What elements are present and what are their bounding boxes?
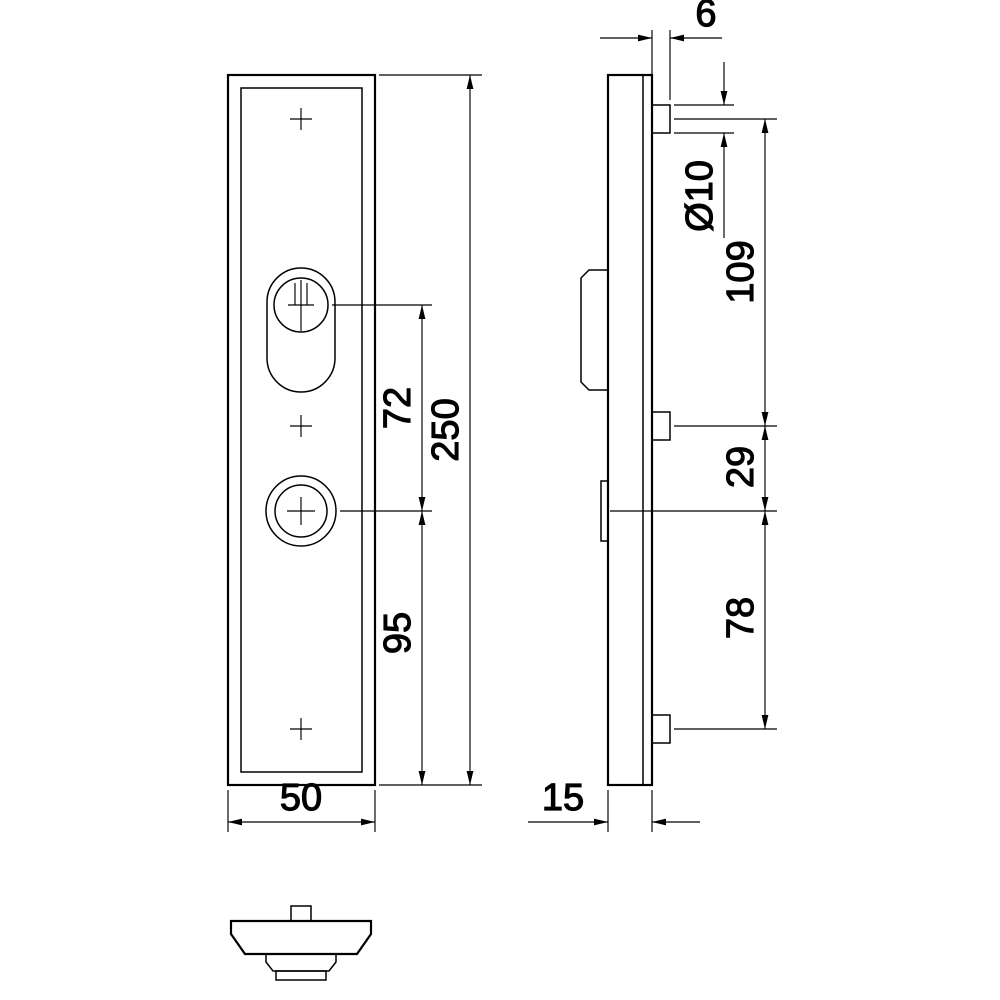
dim-label-thickness: 15 <box>542 777 584 819</box>
dim-label-height: 250 <box>425 398 467 461</box>
fixing-pin-top <box>651 104 671 134</box>
dim-label-width: 50 <box>280 777 322 819</box>
fixing-pin-middle <box>651 411 671 441</box>
dim-label-pin-diameter: Ø10 <box>679 160 721 232</box>
bottom-boss-step2 <box>275 970 327 981</box>
handle-boss <box>600 480 608 542</box>
bottom-boss-step1 <box>265 953 337 972</box>
plate-bevel <box>240 87 363 773</box>
screw-mark-middle <box>290 415 312 437</box>
handle-hole-outer <box>265 475 337 547</box>
dimension-pin-spacing-top: 109 <box>674 118 777 427</box>
dim-label-bottom-offset: 95 <box>377 612 419 654</box>
cylinder-boss <box>580 269 608 391</box>
dimension-pin-spacing-bottom: 78 <box>674 511 777 730</box>
dim-label-spacing-middle: 29 <box>720 446 762 488</box>
dimension-thickness: 15 <box>528 776 700 832</box>
dim-label-spacing-bottom: 78 <box>720 597 762 639</box>
side-view <box>580 73 671 787</box>
cylinder-keyway <box>288 280 314 331</box>
screw-mark-top <box>290 108 312 130</box>
bottom-body <box>229 919 373 956</box>
dimension-pin-diameter: Ø10 <box>674 62 734 238</box>
dimension-width: 50 <box>227 776 376 832</box>
cylinder-cutout <box>266 267 336 393</box>
dim-label-spacing-top: 109 <box>720 240 762 303</box>
dimension-hole-spacing: 72 <box>332 304 432 512</box>
dim-label-hole-spacing: 72 <box>377 387 419 429</box>
dimension-pin-spacing-middle: 29 <box>610 426 777 512</box>
fixing-pin-bottom <box>651 714 671 744</box>
handle-hole-inner <box>274 484 328 538</box>
bottom-pin <box>290 905 312 922</box>
dimension-bottom-offset: 95 <box>376 511 426 785</box>
front-view <box>226 73 377 787</box>
plate-outline <box>226 73 377 787</box>
cylinder-core <box>273 277 329 333</box>
dim-label-pin-protrusion: 6 <box>695 0 716 35</box>
side-outline <box>606 73 654 787</box>
screw-mark-bottom <box>290 718 312 740</box>
bottom-view <box>229 905 373 981</box>
dimension-height: 250 <box>379 74 482 786</box>
handle-hole-crosshair <box>287 497 315 525</box>
dimension-pin-protrusion: 6 <box>600 0 722 100</box>
